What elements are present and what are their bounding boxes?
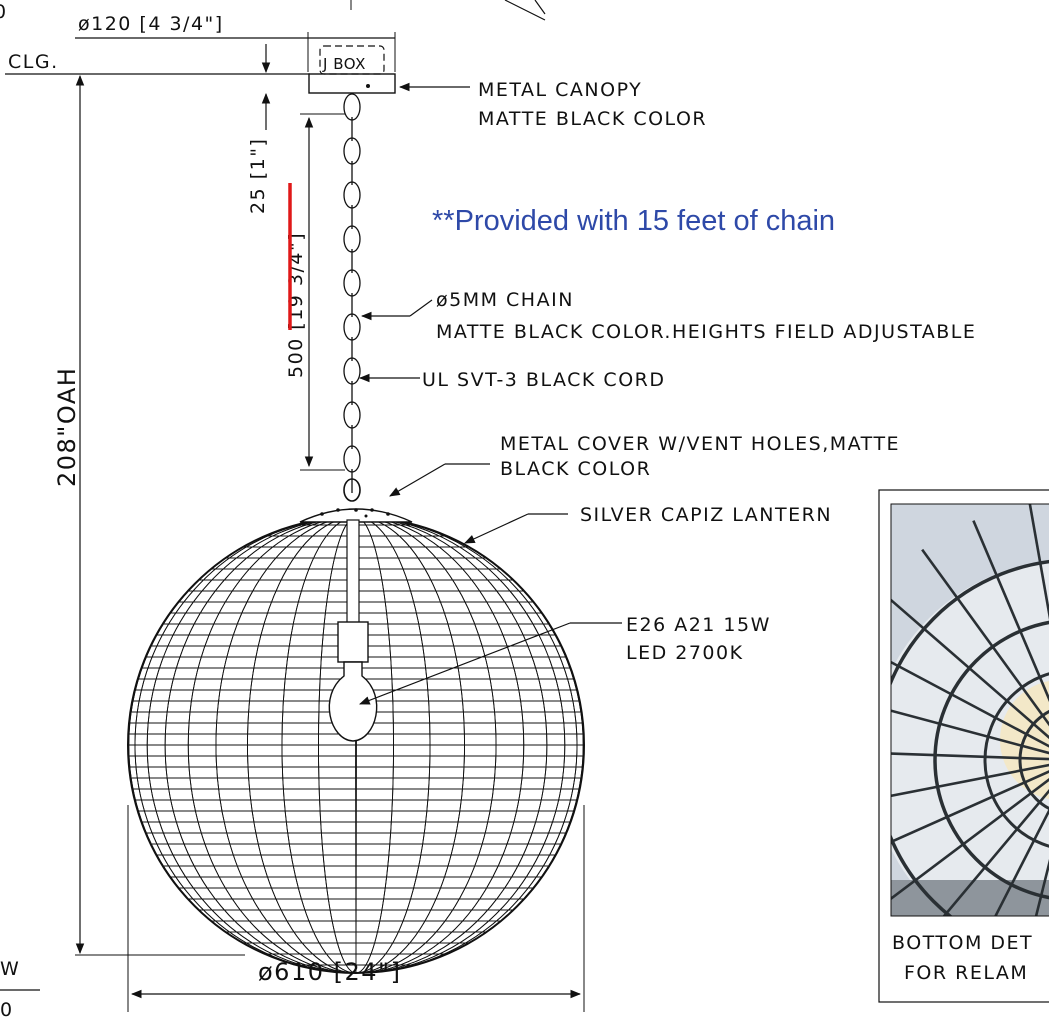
chain-label-1: ø5MM CHAIN	[436, 289, 574, 311]
chain-link	[343, 93, 361, 121]
photo-rib	[1028, 504, 1049, 621]
junction-box-label: J BOX	[322, 55, 366, 73]
cord-label: UL SVT-3 BLACK CORD	[422, 369, 665, 391]
chain-eye	[343, 478, 361, 502]
chain-link	[343, 181, 361, 209]
cover-leader	[389, 463, 446, 497]
chain	[343, 93, 361, 493]
chain-link	[343, 313, 361, 341]
chain-label-2: MATTE BLACK COLOR.HEIGHTS FIELD ADJUSTAB…	[436, 321, 976, 343]
light-bulb	[328, 661, 378, 742]
edge-mark-top	[504, 0, 546, 21]
canopy-label-1: METAL CANOPY	[478, 79, 642, 101]
photo-caption-1: BOTTOM DET	[892, 932, 1033, 954]
cover-label-1: METAL COVER W/VENT HOLES,MATTE	[500, 433, 900, 455]
lantern-label: SILVER CAPIZ LANTERN	[580, 504, 832, 526]
vent-cover	[299, 508, 413, 523]
chain-link	[343, 357, 361, 385]
edge-text-bottom-1: W	[0, 958, 20, 980]
chain-link	[343, 401, 361, 429]
junction-box	[319, 45, 385, 75]
chain-note: **Provided with 15 feet of chain	[432, 205, 835, 237]
ceiling-label: CLG.	[8, 51, 59, 73]
chain-link	[343, 225, 361, 253]
chain-link	[343, 269, 361, 297]
chain-link	[343, 445, 361, 473]
lamp-label-2: LED 2700K	[626, 642, 744, 664]
lamp-socket	[337, 621, 369, 663]
photo-caption-box	[878, 489, 1049, 1003]
edge-text-bottom-2: 0	[0, 999, 14, 1018]
lamp-leader-diag	[358, 622, 571, 705]
lantern-leader	[464, 513, 529, 544]
overall-height-dim: 208"OAH	[53, 367, 81, 487]
canopy-diameter-dim: ø120 [4 3/4"]	[78, 13, 224, 35]
chain-link	[343, 137, 361, 165]
bottom-detail-photo	[890, 503, 1049, 917]
vent-holes	[320, 508, 390, 518]
photo-caption-2: FOR RELAM	[904, 962, 1028, 984]
stem	[346, 519, 360, 625]
lamp-label-1: E26 A21 15W	[626, 614, 771, 636]
cover-label-2: BLACK COLOR	[500, 458, 651, 480]
chain-top-dim: 25 [1"]	[247, 138, 269, 214]
edge-text-top: 0	[0, 1, 8, 23]
sphere-diameter-dim: ø610 [24"]	[258, 958, 401, 986]
canopy	[308, 73, 396, 94]
canopy-label-2: MATTE BLACK COLOR	[478, 108, 707, 130]
canopy-screw	[366, 84, 370, 88]
chain-leader-diag	[409, 299, 433, 317]
